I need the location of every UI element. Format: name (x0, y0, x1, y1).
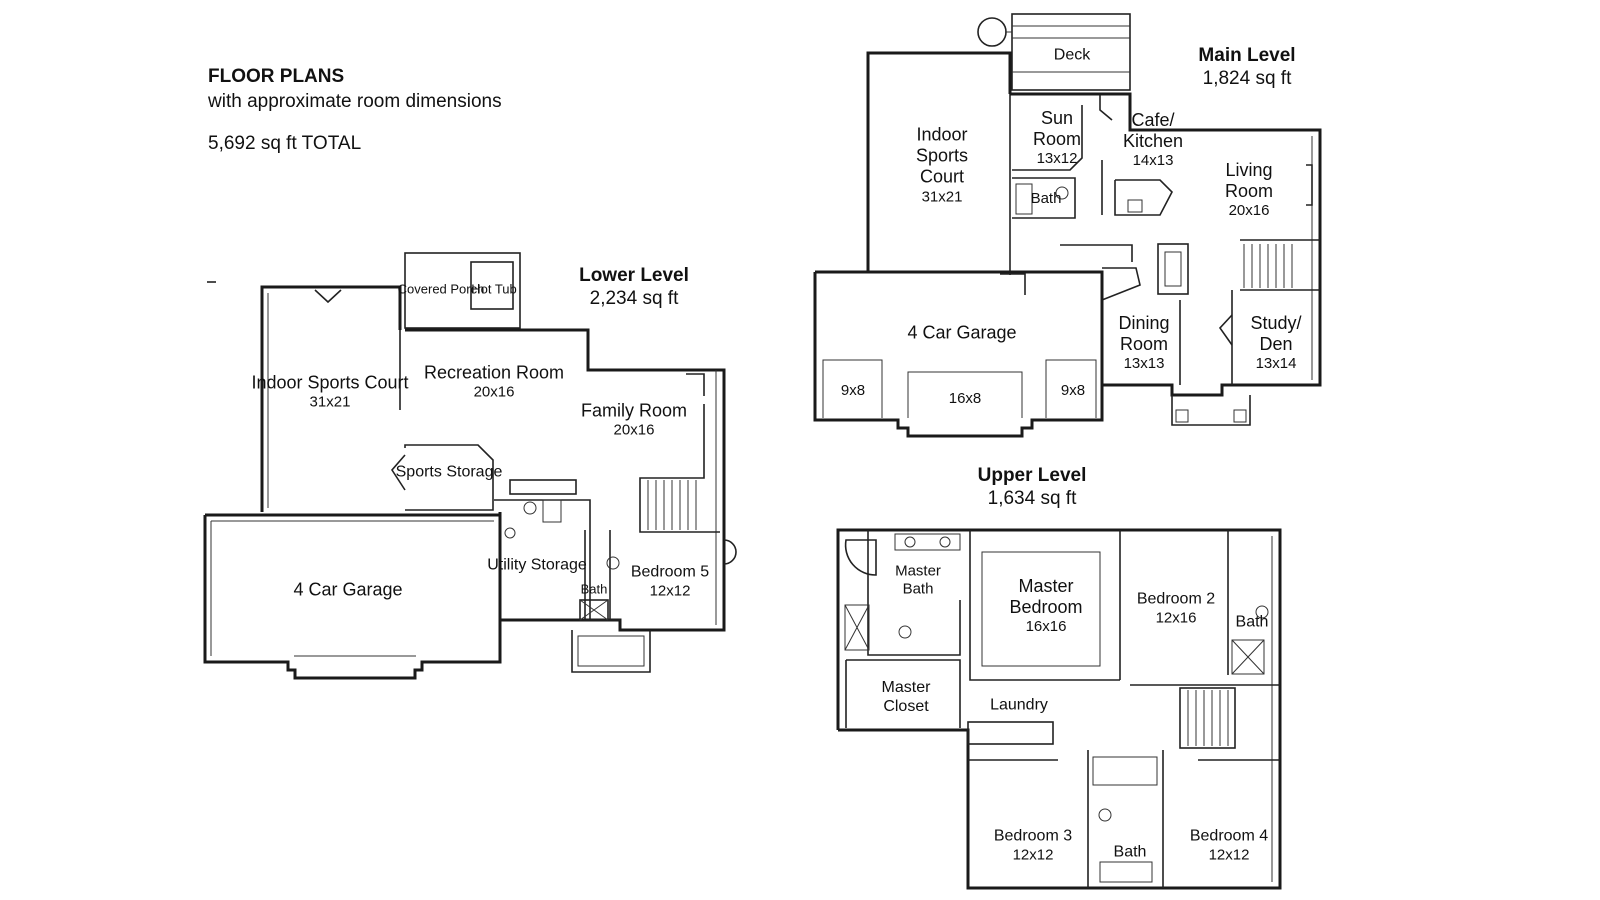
plan-total-area: 5,692 sq ft TOTAL (208, 133, 362, 154)
main-sun-room-dim: 13x12 (1036, 150, 1078, 168)
upper-bedroom-4-dim: 12x12 (1208, 846, 1250, 864)
upper-master-bedroom: Master Bedroom 16x16 (1001, 576, 1091, 636)
upper-bath-2-label: Bath (1113, 843, 1147, 861)
main-cafe-kitchen: Cafe/ Kitchen 14x13 (1117, 110, 1189, 170)
main-house-walls (1010, 92, 1322, 397)
main-living-room-dim: 20x16 (1228, 202, 1270, 220)
upper-bedroom-2-name: Bedroom 2 (1136, 590, 1216, 608)
upper-master-bedroom-name: Master Bedroom (1009, 575, 1083, 618)
plan-header: FLOOR PLANS with approximate room dimens… (208, 66, 502, 155)
lower-sports-court-walls (260, 285, 402, 512)
lower-sports-storage-label: Sports Storage (395, 463, 503, 481)
upper-master-closet-name: Master Closet (881, 679, 931, 715)
upper-bedroom-3: Bedroom 3 12x12 (993, 828, 1073, 865)
lower-garage-walls (203, 513, 502, 680)
lower-level-walls (203, 252, 737, 680)
main-living-room-name: Living Room (1224, 159, 1273, 202)
covered-porch-outline (404, 252, 521, 329)
upper-level-label: Upper Level 1,634 sq ft (978, 465, 1087, 511)
main-study-den-dim: 13x14 (1255, 355, 1297, 373)
main-dining-room-dim: 13x13 (1123, 355, 1165, 373)
upper-laundry-label: Laundry (990, 696, 1048, 714)
main-sports-court-dim: 31x21 (921, 188, 963, 206)
upper-master-bedroom-dim: 16x16 (1025, 618, 1067, 636)
lower-sports-court: Indoor Sports Court 31x21 (251, 373, 408, 412)
lower-recreation-name: Recreation Room (423, 362, 565, 383)
lower-covered-porch-label: Covered Porch (397, 281, 485, 297)
main-sports-court: Indoor Sports Court 31x21 (902, 124, 982, 205)
main-dining-room-name: Dining Room (1118, 312, 1170, 355)
lower-recreation-dim: 20x16 (473, 383, 515, 401)
upper-level-walls (836, 528, 1282, 890)
upper-bedroom-3-name: Bedroom 3 (993, 827, 1073, 845)
main-deck-label: Deck (1053, 46, 1091, 64)
lower-bedroom-5-dim: 12x12 (649, 582, 691, 600)
main-sports-court-name: Indoor Sports Court (915, 124, 969, 187)
lower-family-dim: 20x16 (613, 421, 655, 439)
main-garage-label: 4 Car Garage (907, 322, 1017, 343)
main-study-den: Study/ Den 13x14 (1240, 313, 1312, 373)
main-level-area: 1,824 sq ft (1202, 67, 1292, 89)
main-garage-bay-1: 9x8 (840, 382, 866, 400)
main-level-walls (813, 13, 1322, 438)
lower-level-area: 2,234 sq ft (589, 287, 679, 309)
lower-sports-court-dim: 31x21 (309, 393, 351, 411)
upper-level-area: 1,634 sq ft (987, 487, 1077, 509)
main-study-den-name: Study/ Den (1250, 312, 1302, 355)
lower-family-walls (405, 328, 726, 632)
lower-utility-storage-label: Utility Storage (487, 556, 587, 574)
lower-hot-tub-label: Hot Tub (471, 281, 517, 297)
upper-master-bath-name: Master Bath (895, 562, 941, 597)
main-level-name: Main Level (1198, 45, 1296, 66)
lower-bath-label: Bath (580, 581, 608, 597)
upper-master-bath-label: Master Bath (888, 562, 948, 597)
lower-recreation-room: Recreation Room 20x16 (424, 363, 564, 402)
upper-master-closet-label: Master Closet (876, 679, 936, 717)
main-living-room: Living Room 20x16 (1213, 160, 1285, 220)
upper-bedroom-2-dim: 12x16 (1155, 609, 1197, 627)
main-cafe-kitchen-name: Cafe/ Kitchen (1122, 109, 1184, 152)
upper-bedroom-2: Bedroom 2 12x16 (1136, 591, 1216, 628)
upper-bedroom-4: Bedroom 4 12x12 (1189, 828, 1269, 865)
main-sun-room: Sun Room 13x12 (1027, 108, 1087, 168)
lower-bedroom-5-name: Bedroom 5 (630, 563, 710, 581)
main-level-label: Main Level 1,824 sq ft (1198, 45, 1295, 91)
main-garage-bay-2: 16x8 (948, 390, 982, 408)
upper-bedroom-3-dim: 12x12 (1012, 846, 1054, 864)
lower-garage-label: 4 Car Garage (293, 579, 403, 600)
main-dining-room: Dining Room 13x13 (1108, 313, 1180, 373)
lower-sports-court-name: Indoor Sports Court (251, 372, 409, 393)
plan-subtitle: with approximate room dimensions (208, 91, 502, 112)
main-garage-walls (813, 270, 1104, 438)
upper-level-name: Upper Level (977, 465, 1087, 486)
lower-level-label: Lower Level 2,234 sq ft (579, 265, 689, 311)
main-garage-bay-3: 9x8 (1060, 382, 1086, 400)
deck-outline (1011, 13, 1131, 91)
lower-family-room: Family Room 20x16 (581, 401, 687, 440)
lower-family-name: Family Room (580, 400, 688, 421)
main-sun-room-name: Sun Room (1032, 107, 1081, 150)
hot-tub-outline (470, 261, 514, 310)
lower-level-name: Lower Level (579, 265, 689, 286)
upper-bath-1-label: Bath (1235, 613, 1269, 631)
plan-title: FLOOR PLANS (208, 66, 345, 87)
lower-bedroom-5: Bedroom 5 12x12 (630, 564, 710, 601)
main-cafe-kitchen-dim: 14x13 (1132, 152, 1174, 170)
main-sports-court-walls (866, 51, 1012, 272)
upper-bedroom-4-name: Bedroom 4 (1189, 827, 1269, 845)
main-bath-label: Bath (1030, 190, 1062, 208)
